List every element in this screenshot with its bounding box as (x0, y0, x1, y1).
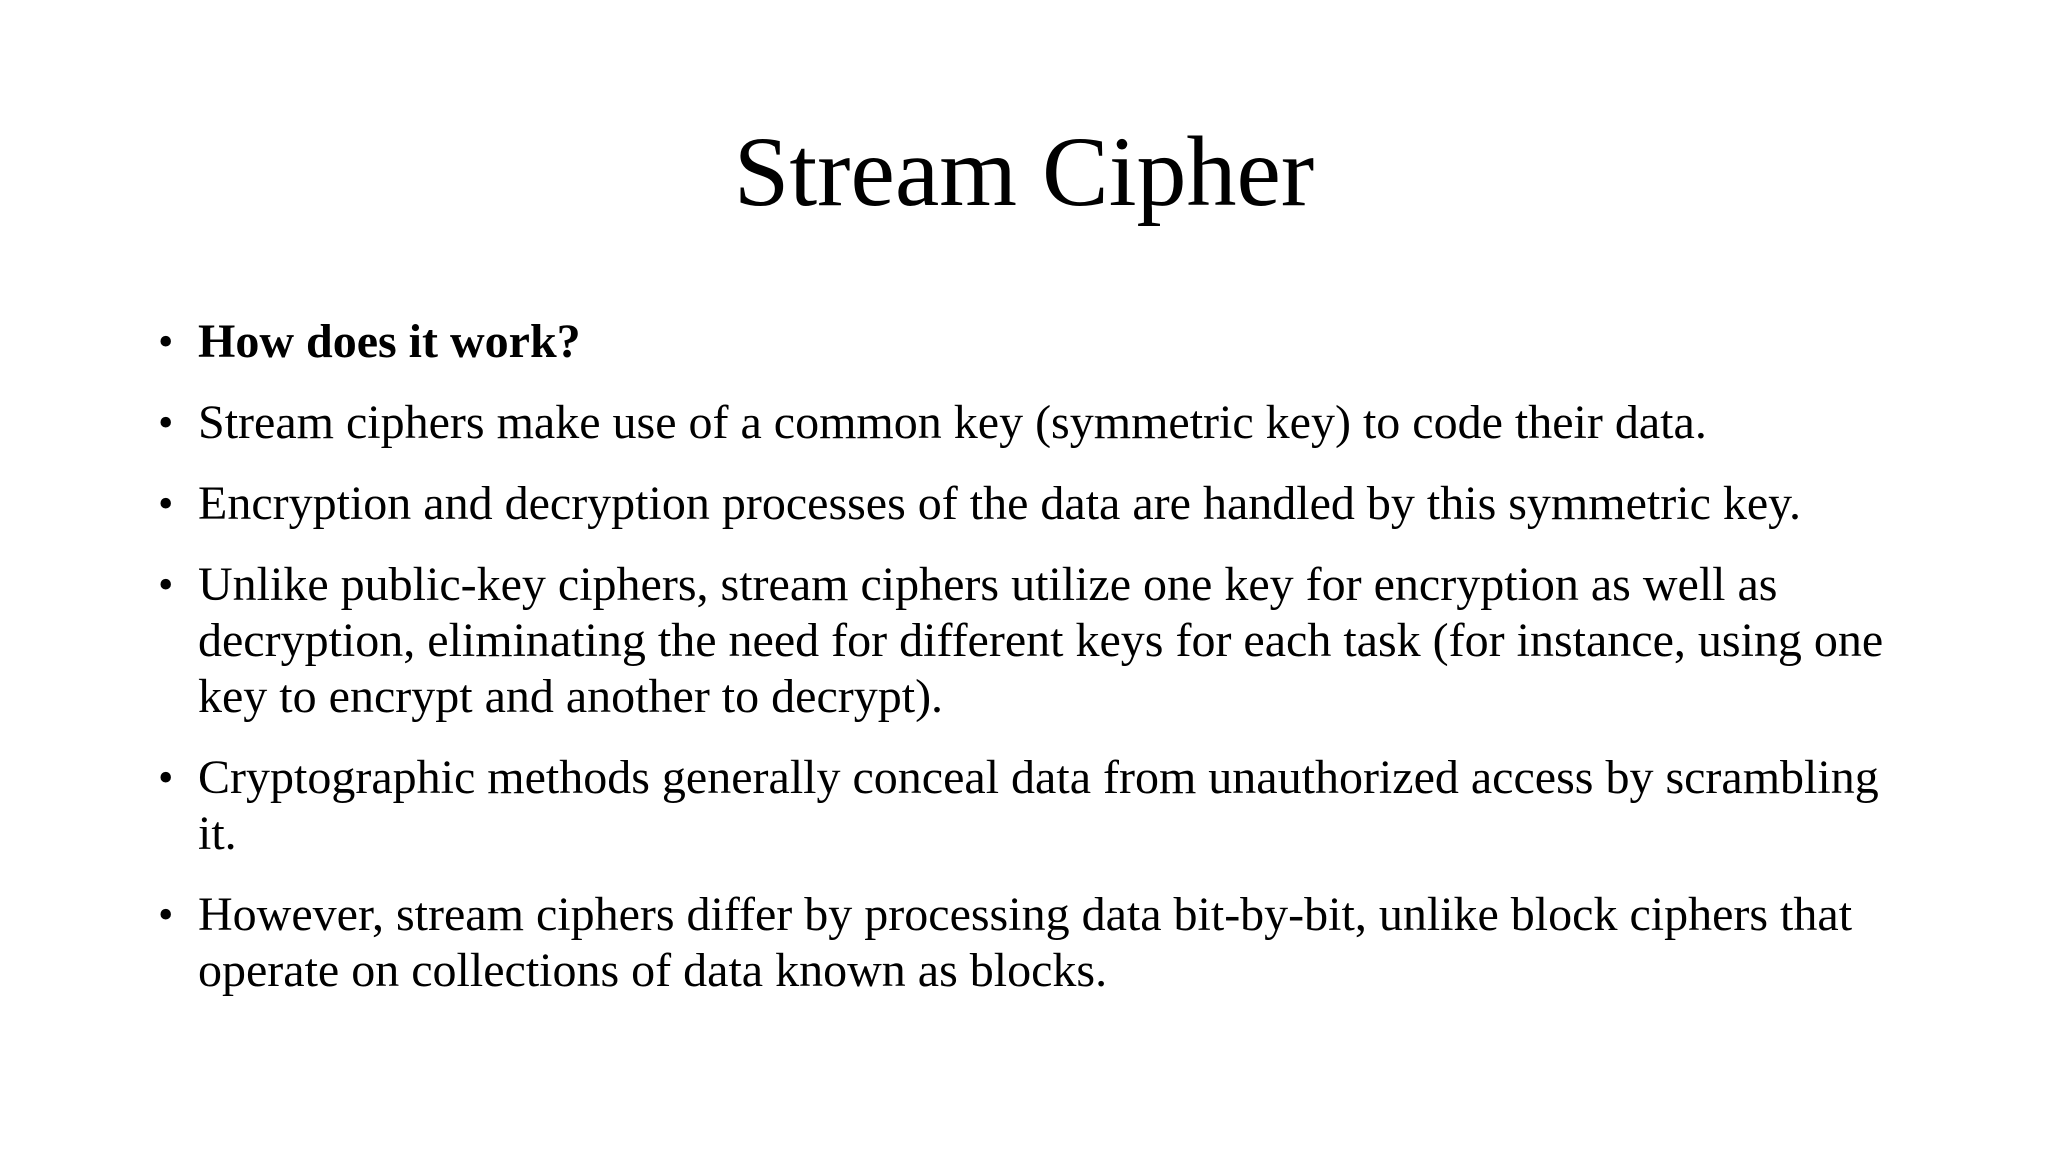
slide-title: Stream Cipher (733, 116, 1315, 227)
bullet-text: Cryptographic methods generally conceal … (198, 751, 1879, 860)
bullet-item: • Unlike public-key ciphers, stream ciph… (158, 557, 1916, 725)
bullet-item: • Cryptographic methods generally concea… (158, 750, 1916, 862)
bullet-icon: • (158, 398, 174, 447)
bullet-item: • However, stream ciphers differ by proc… (158, 887, 1916, 999)
bullet-icon: • (158, 317, 174, 366)
bullet-text: How does it work? (198, 315, 581, 368)
bullet-item: • How does it work? (158, 314, 1916, 370)
bullet-icon: • (158, 753, 174, 802)
bullet-item: • Encryption and decryption processes of… (158, 476, 1916, 532)
bullet-text: Encryption and decryption processes of t… (198, 477, 1802, 530)
bullet-icon: • (158, 479, 174, 528)
bullet-item: • Stream ciphers make use of a common ke… (158, 395, 1916, 451)
slide: Stream Cipher • How does it work? • Stre… (0, 112, 2048, 1152)
bullet-icon: • (158, 890, 174, 939)
bullet-text: Unlike public-key ciphers, stream cipher… (198, 558, 1884, 723)
bullet-icon: • (158, 560, 174, 609)
bullet-list: • How does it work? • Stream ciphers mak… (158, 314, 1916, 999)
bullet-text: Stream ciphers make use of a common key … (198, 396, 1707, 449)
bullet-text: However, stream ciphers differ by proces… (198, 888, 1853, 997)
